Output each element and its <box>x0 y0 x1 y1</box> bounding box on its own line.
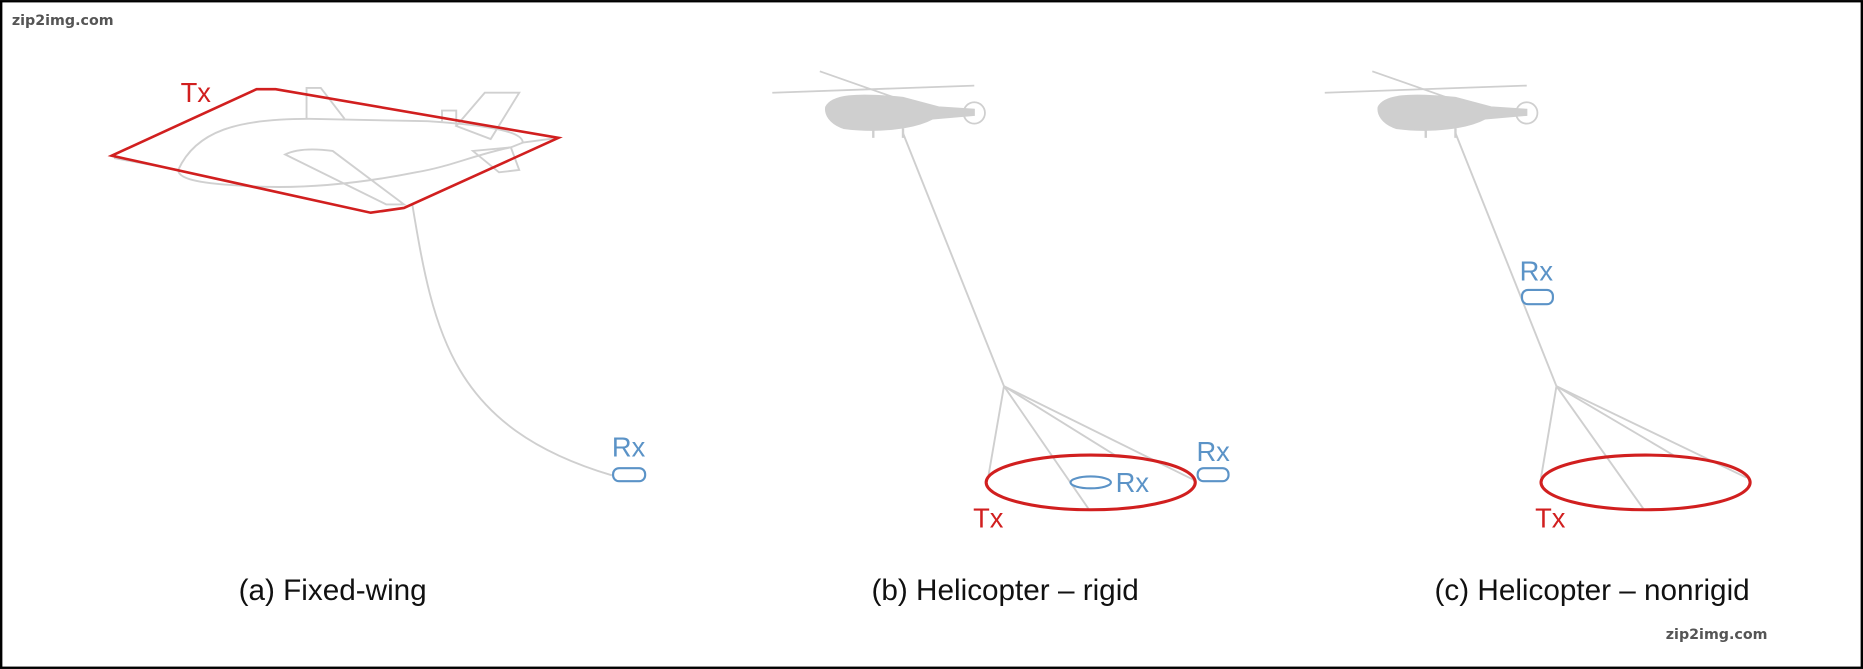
panel-helicopter-nonrigid: Rx Tx (c) Helicopter – nonrigid <box>1324 70 1752 607</box>
rx-label-inner: Rx <box>1116 467 1150 498</box>
rx-coil-inner <box>1069 475 1112 490</box>
suspension-cables <box>902 132 1195 510</box>
rx-bird <box>1520 288 1554 306</box>
tx-label: Tx <box>1535 503 1566 534</box>
tx-loop <box>984 453 1197 512</box>
panel-fixed-wing: Tx Rx (a) Fixed-wing <box>107 77 647 607</box>
caption-b: (b) Helicopter – rigid <box>872 574 1139 607</box>
watermark-bottom: zip2img.com <box>1666 627 1768 643</box>
tx-label: Tx <box>973 503 1004 534</box>
rx-label-outer: Rx <box>1196 436 1230 467</box>
tx-loop <box>1539 453 1752 512</box>
airplane-icon <box>113 87 559 206</box>
helicopter-icon <box>1324 70 1539 138</box>
rx-bird-outer <box>1196 467 1230 483</box>
tx-loop <box>107 87 563 215</box>
panel-helicopter-rigid: Rx Rx Tx (b) Helicopter – rigid <box>772 70 1230 607</box>
tow-cable <box>411 204 613 477</box>
rx-label: Rx <box>1520 255 1554 286</box>
caption-a: (a) Fixed-wing <box>239 574 427 607</box>
caption-c: (c) Helicopter – nonrigid <box>1435 574 1750 607</box>
tx-label: Tx <box>181 77 212 108</box>
rx-bird <box>612 467 647 483</box>
rx-label: Rx <box>612 431 646 462</box>
watermark-top: zip2img.com <box>12 13 114 29</box>
